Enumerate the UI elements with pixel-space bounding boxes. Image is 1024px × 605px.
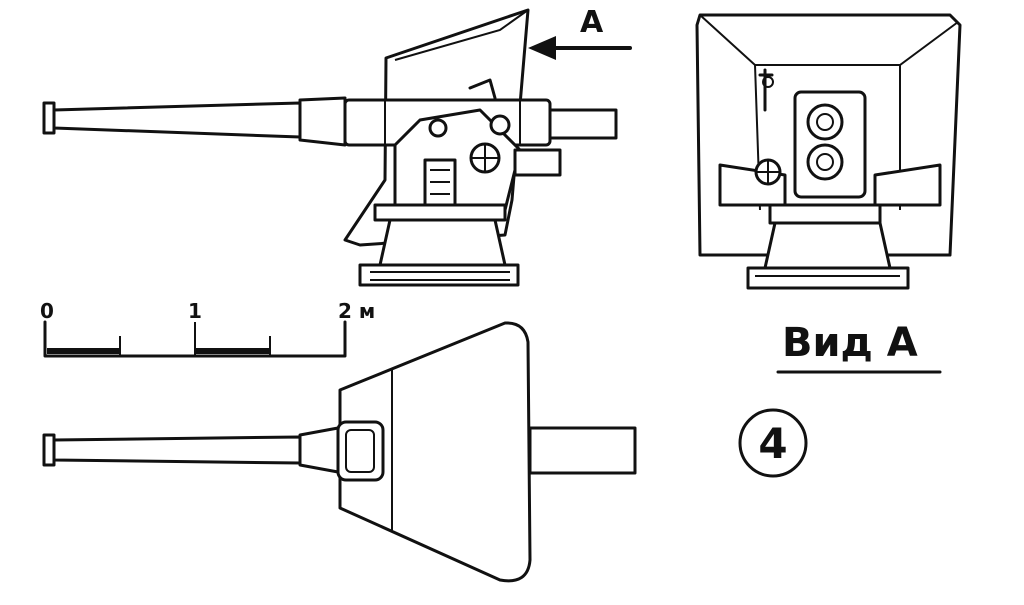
top-barrel — [42, 420, 385, 482]
view-direction-arrow: А — [528, 5, 632, 60]
scale-tick-2: 2 м — [338, 299, 375, 323]
view-arrow-label: А — [580, 5, 604, 40]
side-view — [42, 8, 618, 287]
top-shield — [338, 321, 532, 583]
side-barrel — [42, 96, 347, 147]
scale-tick-1: 1 — [188, 299, 202, 323]
view-title-group: Вид А — [776, 320, 942, 374]
view-title: Вид А — [782, 320, 918, 366]
front-recoil-cylinder — [806, 143, 844, 181]
side-carriage — [393, 78, 562, 212]
side-pedestal — [358, 203, 520, 287]
front-barrel-muzzle — [806, 103, 844, 141]
figure-number-label: 4 — [758, 419, 787, 468]
scale-bar: 0 1 2 м — [40, 299, 375, 358]
front-view — [695, 13, 962, 290]
scale-tick-0: 0 — [40, 299, 54, 323]
top-view — [42, 321, 637, 583]
figure-number: 4 — [738, 408, 808, 478]
